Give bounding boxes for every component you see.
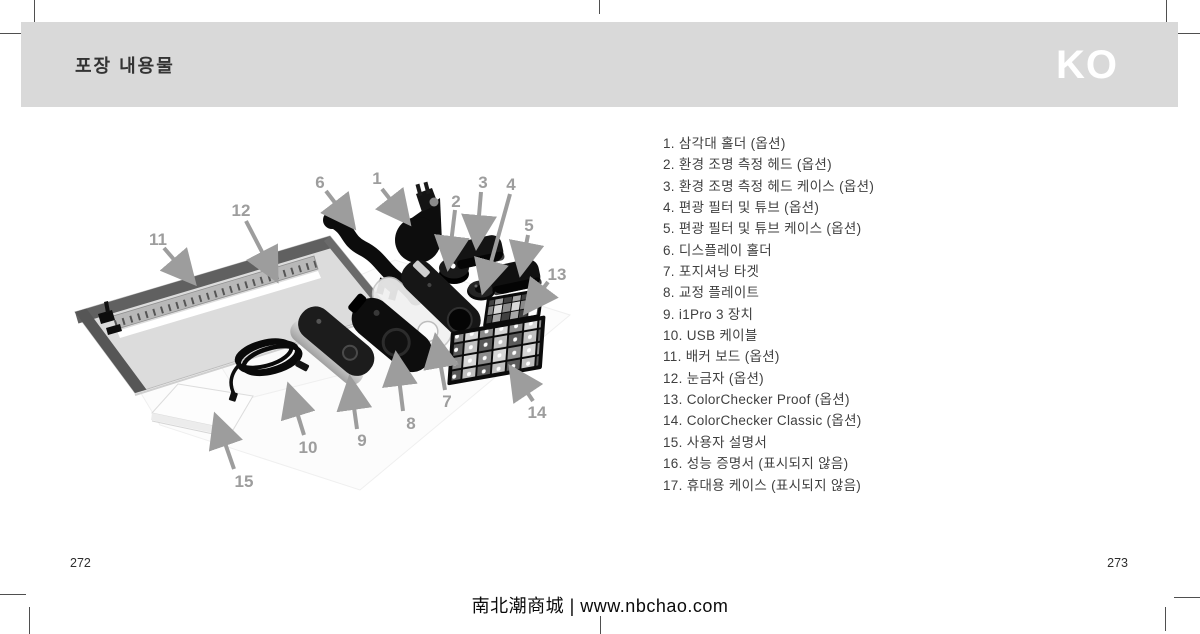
crop-mark-bottom-right-h (1174, 597, 1200, 598)
crop-mark-bottom-left-v (29, 607, 30, 634)
list-item: 16. 성능 증명서 (표시되지 않음) (663, 456, 849, 472)
callout-label-4: 4 (506, 175, 516, 194)
arrow-6 (320, 189, 357, 231)
callout-label-11: 11 (149, 230, 167, 249)
page-title: 포장 내용물 (75, 55, 175, 76)
callout-label-12: 12 (232, 201, 251, 220)
list-item: 4. 편광 필터 및 튜브 (옵션) (663, 200, 820, 216)
list-item: 13. ColorChecker Proof (옵션) (663, 392, 850, 408)
arrow-5 (508, 234, 545, 278)
page-number-right: 273 (1107, 556, 1128, 570)
list-item: 5. 편광 필터 및 튜브 케이스 (옵션) (663, 221, 862, 237)
arrow-14 (508, 364, 544, 404)
list-item: 6. 디스플레이 홀더 (663, 242, 772, 258)
crop-mark-top-left-h (0, 33, 26, 34)
list-item: 12. 눈금자 (옵션) (663, 370, 764, 386)
page-number-left: 272 (70, 556, 91, 570)
list-item: 10. USB 케이블 (663, 328, 758, 344)
callout-label-7: 7 (442, 392, 451, 411)
callout-label-9: 9 (357, 431, 366, 450)
package-contents-illustration: 1 2 3 4 5 6 7 8 9 10 11 12 13 14 15 (60, 140, 580, 510)
crop-mark-top-right-h (1174, 33, 1200, 34)
list-item: 1. 삼각대 홀더 (옵션) (663, 136, 786, 151)
crop-mark-bottom-left-h (0, 594, 26, 595)
arrow-3 (461, 191, 497, 251)
crop-mark-top-left-v (34, 0, 35, 30)
callout-label-14: 14 (528, 403, 547, 422)
list-item: 2. 환경 조명 측정 헤드 (옵션) (663, 157, 832, 173)
arrow-2 (433, 209, 470, 272)
usb-cable (228, 338, 310, 402)
callout-label-3: 3 (478, 173, 487, 192)
arrow-12 (244, 220, 279, 284)
list-item: 14. ColorChecker Classic (옵션) (663, 413, 862, 429)
callout-label-2: 2 (451, 192, 460, 211)
callout-label-6: 6 (315, 173, 324, 192)
arrow-1 (375, 187, 412, 227)
header-band: 포장 내용물 KO (21, 22, 1178, 107)
display-holder-plate (401, 260, 481, 338)
arrow-13 (522, 276, 559, 316)
parts-list: 1. 삼각대 홀더 (옵션) 2. 환경 조명 측정 헤드 (옵션) 3. 환경… (663, 133, 963, 496)
tripod-holder (395, 181, 442, 263)
arrow-11 (159, 246, 197, 287)
callout-label-8: 8 (406, 414, 415, 433)
crop-mark-top-center (599, 0, 600, 14)
language-badge: KO (1056, 42, 1118, 87)
list-item: 3. 환경 조명 측정 헤드 케이스 (옵션) (663, 178, 875, 194)
arrow-9 (336, 374, 373, 430)
list-item: 8. 교정 플레이트 (663, 285, 760, 301)
list-item: 7. 포지셔닝 타겟 (663, 264, 760, 280)
callout-label-1: 1 (372, 169, 381, 188)
callout-label-15: 15 (235, 472, 254, 491)
crop-mark-bottom-center (600, 616, 601, 634)
list-item: 17. 휴대용 케이스 (표시되지 않음) (663, 477, 862, 493)
list-item: 15. 사용자 설명서 (663, 434, 768, 450)
ruler-clamp (98, 310, 115, 324)
arrow-4 (474, 193, 512, 296)
arrow-8 (382, 350, 418, 412)
arrow-15 (208, 411, 243, 470)
callout-label-10: 10 (299, 438, 318, 457)
callout-label-5: 5 (524, 216, 533, 235)
watermark: 南北潮商城 | www.nbchao.com (471, 596, 729, 616)
i1pro3-device (290, 306, 375, 385)
list-item: 11. 배커 보드 (옵션) (663, 349, 780, 365)
crop-mark-bottom-right-v (1165, 607, 1166, 631)
callout-arrows (159, 187, 559, 470)
list-item: 9. i1Pro 3 장치 (663, 306, 754, 322)
arrow-7 (423, 332, 459, 391)
arrow-10 (280, 381, 316, 436)
crop-mark-top-right-v (1166, 0, 1167, 23)
callout-label-13: 13 (548, 265, 567, 284)
